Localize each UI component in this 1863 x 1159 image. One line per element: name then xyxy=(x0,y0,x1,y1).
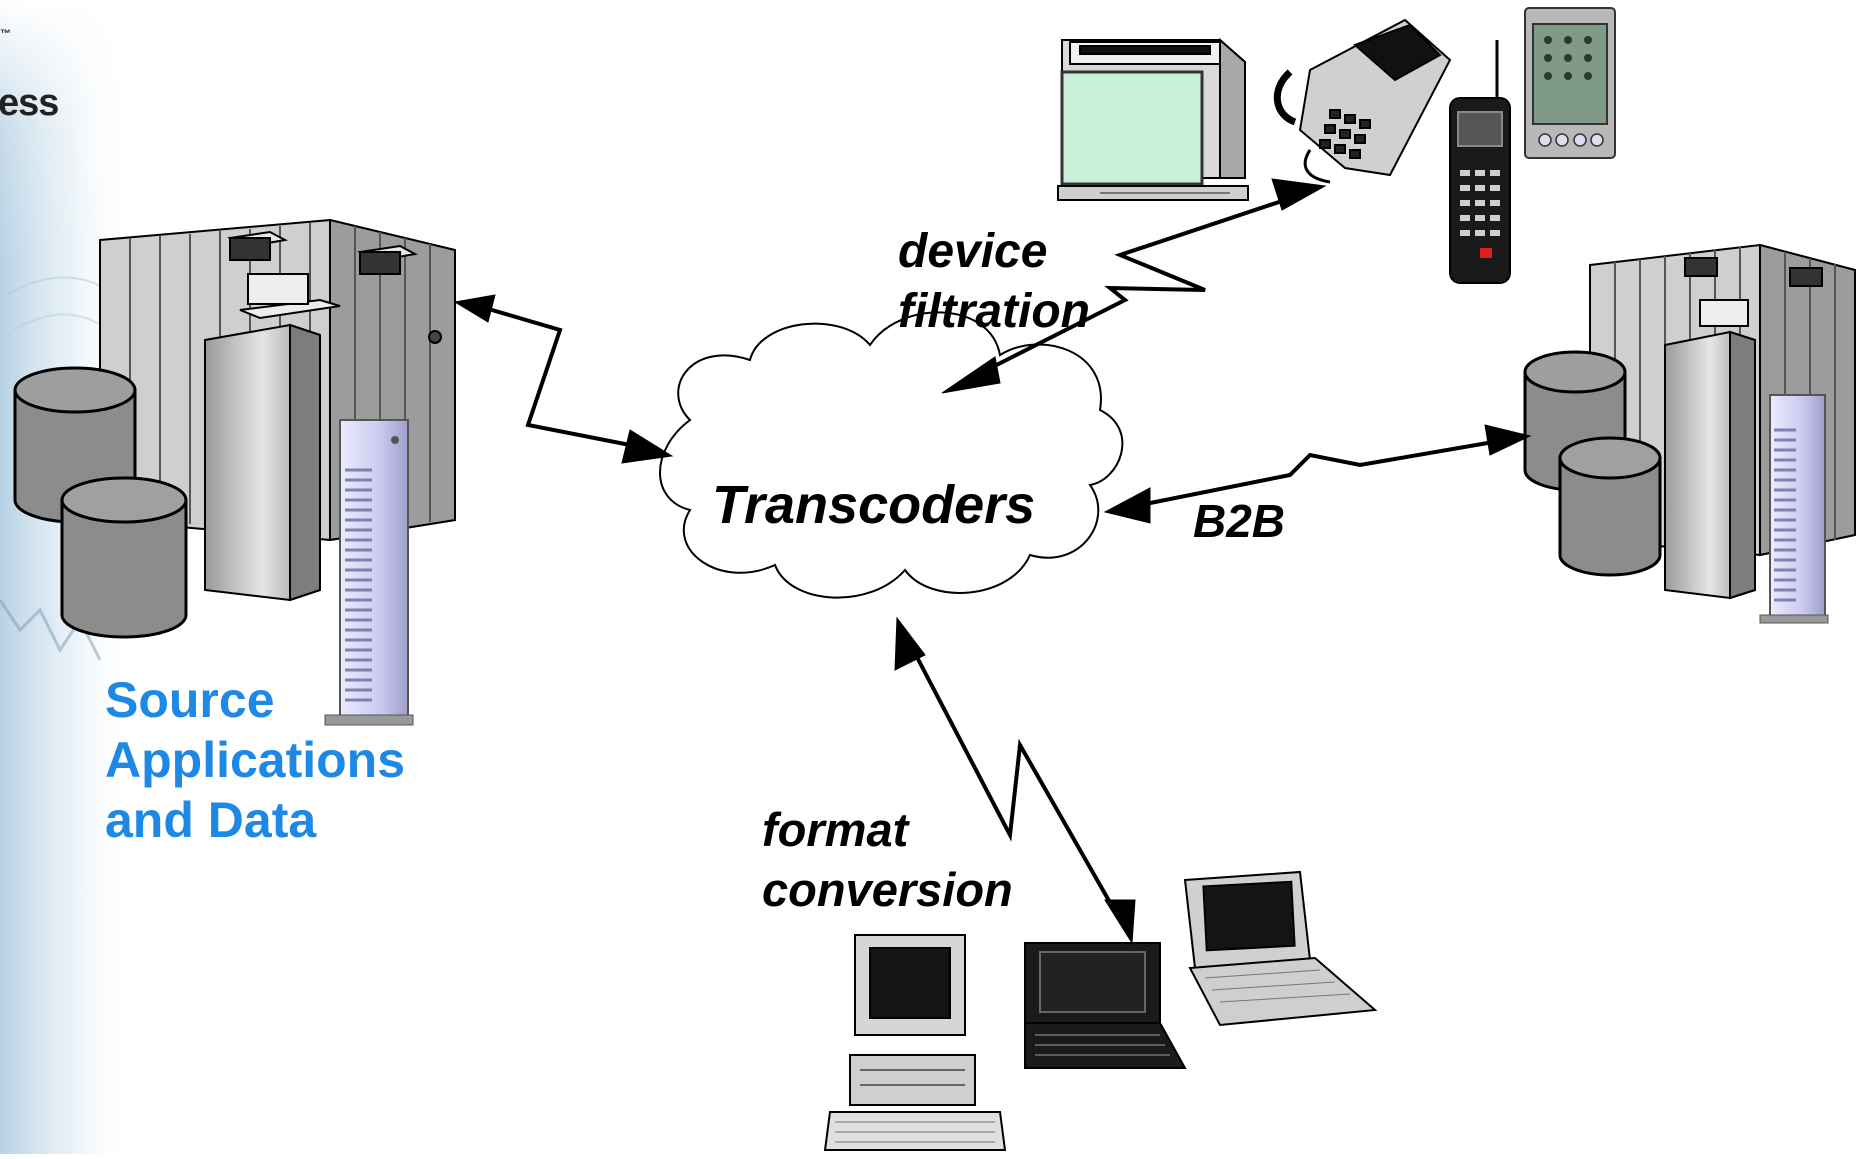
database-disk-icon xyxy=(60,476,188,639)
format-conversion-line-2: conversion xyxy=(762,863,1013,916)
format-conversion-label: format conversion xyxy=(762,800,1013,920)
cloud-label: Transcoders xyxy=(712,475,1036,535)
b2b-label: B2B xyxy=(1193,495,1286,547)
desktop-pc-icon xyxy=(823,934,1007,1151)
tower-server-icon xyxy=(1759,394,1829,624)
cordless-phone-icon xyxy=(1449,40,1511,284)
source-line-3: and Data xyxy=(105,792,317,848)
laptop-icon xyxy=(1024,942,1187,1069)
database-disk-icon xyxy=(1558,436,1662,577)
source-line-1: Source xyxy=(105,672,275,728)
connector-format-conversion xyxy=(894,616,1136,945)
corner-trademark: ™ xyxy=(0,28,11,40)
pda-icon xyxy=(1524,7,1616,159)
terminal-icon xyxy=(1057,37,1249,201)
device-filtration-line-1: device xyxy=(898,225,1048,278)
source-applications-label: Source Applications and Data xyxy=(105,670,405,850)
corner-fragment-text: ess xyxy=(0,82,59,124)
device-filtration-label: device filtration xyxy=(898,222,1090,342)
connector-source xyxy=(453,294,674,464)
source-line-2: Applications xyxy=(105,732,406,788)
connector-b2b xyxy=(1103,424,1532,524)
desk-phone-icon xyxy=(1273,18,1452,184)
format-conversion-line-1: format xyxy=(762,803,909,856)
laptop-icon xyxy=(1183,870,1378,1027)
connector-device-filtration xyxy=(941,178,1327,394)
device-filtration-line-2: filtration xyxy=(898,285,1090,338)
transcoders-cloud xyxy=(659,311,1124,599)
tower-server-icon xyxy=(324,419,414,726)
